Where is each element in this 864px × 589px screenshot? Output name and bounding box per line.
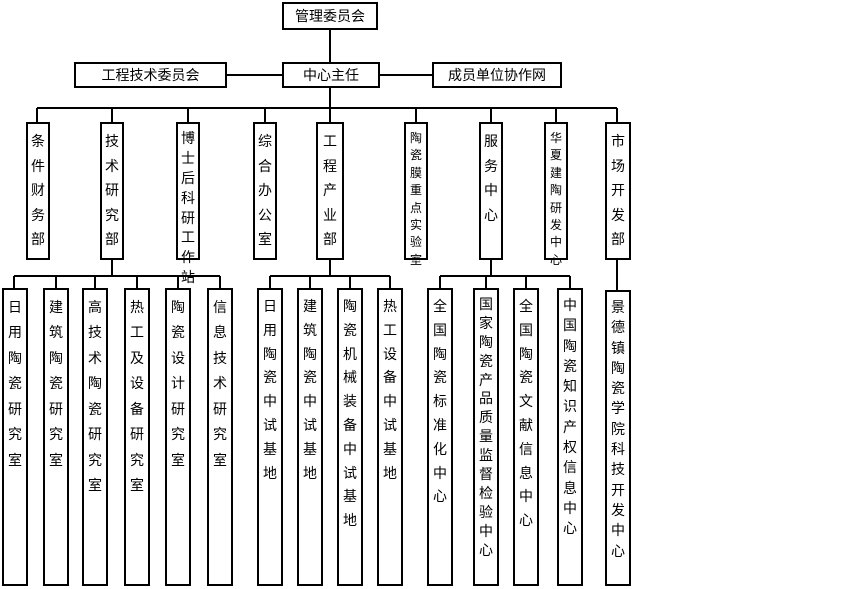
dept-label: 综合办公室 xyxy=(257,134,272,248)
lab-label: 高技术陶瓷研究室 xyxy=(87,300,102,495)
dept-engineering-industry-box: 工程产业部 xyxy=(316,122,344,260)
market-unit-label: 景德镇陶瓷学院科技开发中心 xyxy=(610,300,625,560)
base-label: 陶瓷机械装备中试基地 xyxy=(342,299,357,530)
lab-label: 信息技术研究室 xyxy=(212,300,227,469)
dept-label: 条件财务部 xyxy=(30,134,45,248)
dept-service-center-box: 服务中心 xyxy=(479,122,503,260)
dept-huaxia-center-box: 华夏建陶研发中心 xyxy=(544,122,568,267)
lab-label: 热工及设备研究室 xyxy=(129,300,144,495)
center-label: 全国陶瓷文献信息中心 xyxy=(518,299,533,530)
lab-ceramic-design-box: 陶瓷设计研究室 xyxy=(165,288,191,586)
center-label: 国家陶瓷产品质量监督检验中心 xyxy=(478,297,493,559)
dept-label: 陶瓷膜重点实验室 xyxy=(409,131,422,267)
dept-tech-research-box: 技术研究部 xyxy=(100,122,124,260)
dept-general-office-box: 综合办公室 xyxy=(253,122,277,260)
dept-conditions-finance-box: 条件财务部 xyxy=(26,122,50,260)
base-building-ceramics-box: 建筑陶瓷中试基地 xyxy=(297,288,323,586)
center-ip-info-box: 中国陶瓷知识产权信息中心 xyxy=(557,288,583,586)
dept-label: 工程产业部 xyxy=(322,134,337,248)
partner-network-box: 成员单位协作网 xyxy=(432,62,562,88)
base-thermal-equipment-box: 热工设备中试基地 xyxy=(377,288,403,586)
lab-hightech-ceramics-box: 高技术陶瓷研究室 xyxy=(82,288,108,586)
center-label: 中国陶瓷知识产权信息中心 xyxy=(562,298,577,538)
director-box: 中心主任 xyxy=(282,62,380,88)
dept-postdoc-station-box: 博士后科研工作站 xyxy=(176,122,200,286)
dept-label: 市场开发部 xyxy=(610,134,625,248)
lab-label: 建筑陶瓷研究室 xyxy=(48,300,63,469)
market-dev-center-box: 景德镇陶瓷学院科技开发中心 xyxy=(605,290,631,586)
lab-building-ceramics-box: 建筑陶瓷研究室 xyxy=(43,288,69,586)
lab-label: 日用陶瓷研究室 xyxy=(7,300,22,469)
dept-market-development-box: 市场开发部 xyxy=(605,122,631,260)
dept-label: 华夏建陶研发中心 xyxy=(549,131,562,267)
center-literature-info-box: 全国陶瓷文献信息中心 xyxy=(513,288,539,586)
dept-label: 博士后科研工作站 xyxy=(180,131,195,287)
lab-thermal-equipment-box: 热工及设备研究室 xyxy=(124,288,150,586)
dept-label: 技术研究部 xyxy=(104,134,119,248)
base-daily-ceramics-box: 日用陶瓷中试基地 xyxy=(257,288,283,586)
base-ceramic-machinery-box: 陶瓷机械装备中试基地 xyxy=(337,288,363,586)
base-label: 建筑陶瓷中试基地 xyxy=(302,299,317,482)
base-label: 日用陶瓷中试基地 xyxy=(262,299,277,482)
lab-info-tech-box: 信息技术研究室 xyxy=(207,288,233,586)
lab-label: 陶瓷设计研究室 xyxy=(170,300,185,469)
center-standardization-box: 全国陶瓷标准化中心 xyxy=(427,288,453,586)
dept-label: 服务中心 xyxy=(483,134,498,224)
center-label: 全国陶瓷标准化中心 xyxy=(432,299,447,506)
management-committee-box: 管理委员会 xyxy=(282,2,378,30)
center-quality-inspection-box: 国家陶瓷产品质量监督检验中心 xyxy=(473,288,499,586)
dept-ceramic-membrane-lab-box: 陶瓷膜重点实验室 xyxy=(404,122,428,267)
tech-committee-box: 工程技术委员会 xyxy=(74,62,227,88)
lab-daily-ceramics-box: 日用陶瓷研究室 xyxy=(2,288,28,586)
base-label: 热工设备中试基地 xyxy=(382,299,397,482)
